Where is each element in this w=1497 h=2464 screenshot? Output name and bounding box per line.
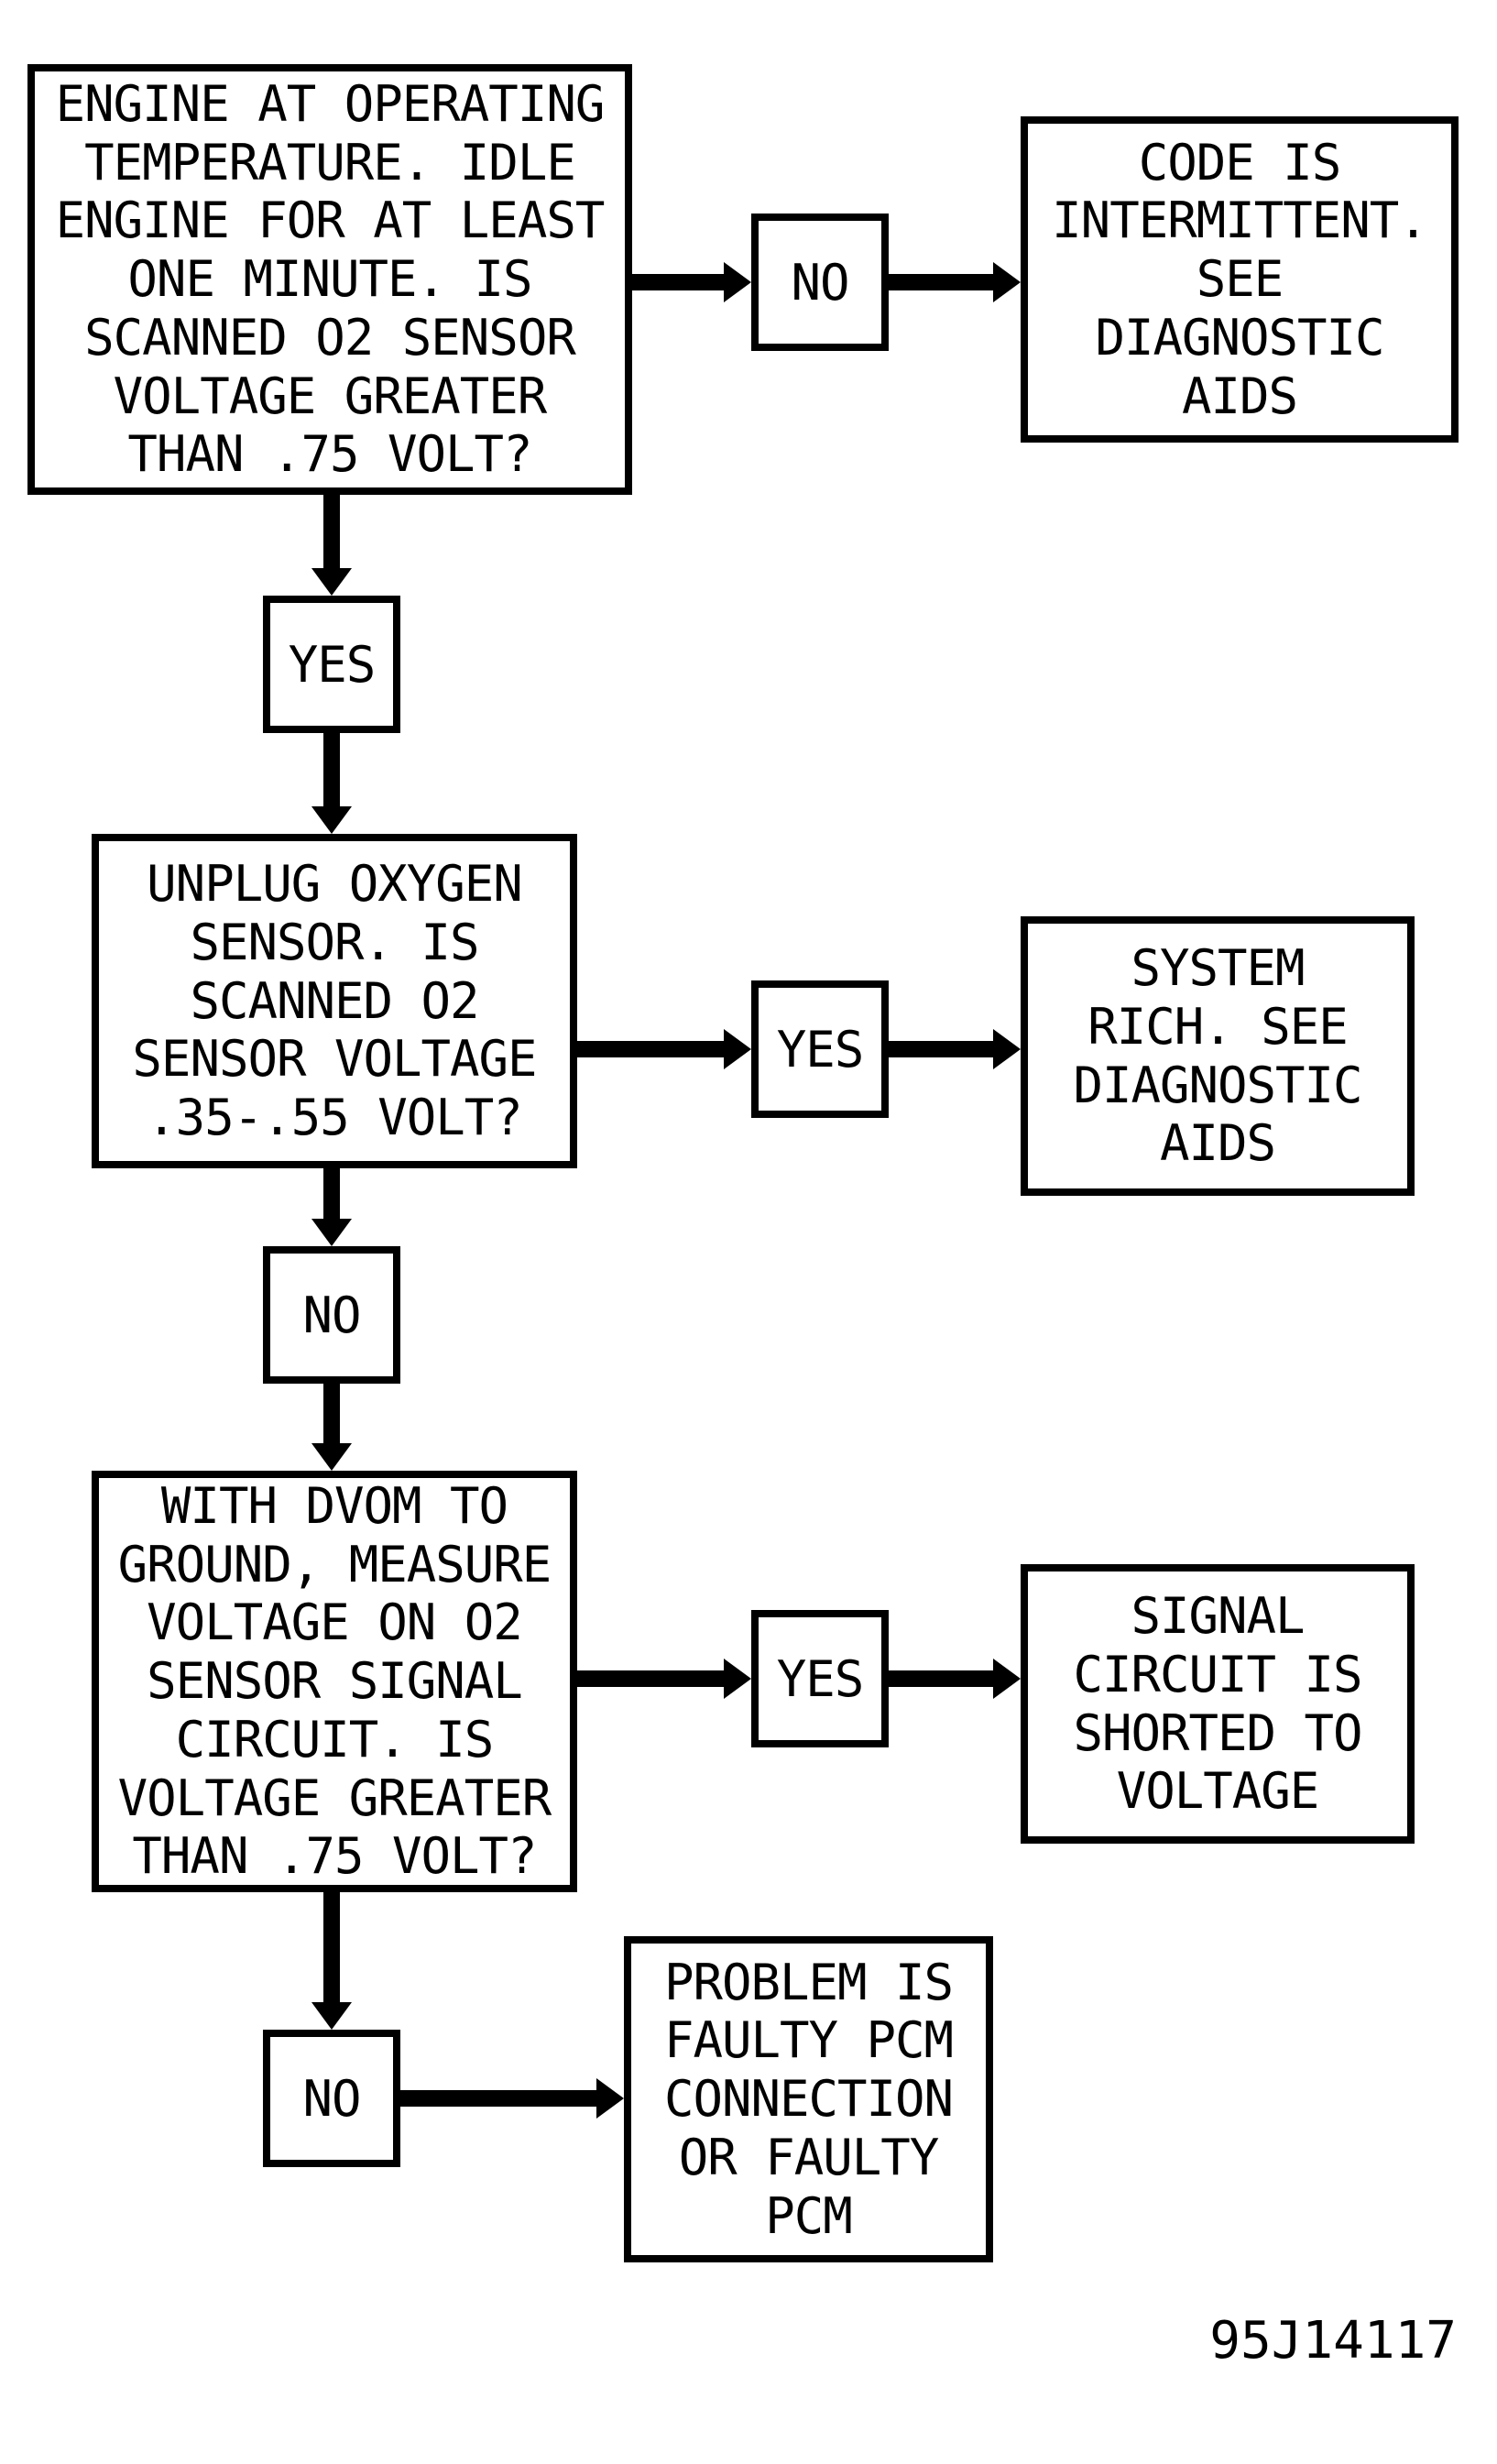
arrow-q1-to-yes1-shaft xyxy=(323,495,340,570)
arrow-yes1-to-q2-head xyxy=(311,806,352,834)
arrow-no2-to-q3-shaft xyxy=(323,1384,340,1445)
arrow-no3-to-pcm-shaft xyxy=(400,2090,598,2107)
arrow-q2-to-no2-head xyxy=(311,1219,352,1246)
connector-label-no-1: NO xyxy=(751,214,889,351)
connector-label-no-3: NO xyxy=(263,2030,400,2167)
arrow-q2-to-yes2-head xyxy=(724,1029,751,1069)
arrow-no3-to-pcm-head xyxy=(596,2078,624,2119)
arrow-q3-to-yes3-head xyxy=(724,1659,751,1699)
flow-box-engine-temp-question: ENGINE AT OPERATING TEMPERATURE. IDLE EN… xyxy=(27,64,632,495)
flow-box-system-rich-result: SYSTEM RICH. SEE DIAGNOSTIC AIDS xyxy=(1021,916,1415,1196)
arrow-q1-to-no1-shaft xyxy=(632,274,727,290)
arrow-no1-to-code-shaft xyxy=(889,274,995,290)
flow-box-signal-shorted-result: SIGNAL CIRCUIT IS SHORTED TO VOLTAGE xyxy=(1021,1564,1415,1844)
arrow-q2-to-yes2-shaft xyxy=(577,1041,726,1057)
arrow-yes1-to-q2-shaft xyxy=(323,733,340,808)
arrow-q3-to-no3-head xyxy=(311,2002,352,2030)
arrow-q1-to-no1-head xyxy=(724,262,751,302)
connector-label-yes-2: YES xyxy=(751,980,889,1118)
arrow-yes2-to-rich-head xyxy=(993,1029,1021,1069)
connector-label-yes-1: YES xyxy=(263,596,400,733)
flow-box-dvom-measure-question: WITH DVOM TO GROUND, MEASURE VOLTAGE ON … xyxy=(92,1471,577,1892)
flow-box-code-intermittent-result: CODE IS INTERMITTENT. SEE DIAGNOSTIC AID… xyxy=(1021,116,1459,443)
figure-number: 95J14117 xyxy=(1209,2311,1457,2371)
arrow-q3-to-yes3-shaft xyxy=(577,1670,726,1687)
arrow-no2-to-q3-head xyxy=(311,1443,352,1471)
arrow-q2-to-no2-shaft xyxy=(323,1168,340,1221)
flow-box-faulty-pcm-result: PROBLEM IS FAULTY PCM CONNECTION OR FAUL… xyxy=(624,1936,993,2262)
arrow-yes2-to-rich-shaft xyxy=(889,1041,995,1057)
arrow-q1-to-yes1-head xyxy=(311,568,352,596)
connector-label-no-2: NO xyxy=(263,1246,400,1384)
arrow-q3-to-no3-shaft xyxy=(323,1892,340,2004)
flow-box-unplug-sensor-question: UNPLUG OXYGEN SENSOR. IS SCANNED O2 SENS… xyxy=(92,834,577,1168)
connector-label-yes-3: YES xyxy=(751,1610,889,1747)
arrow-yes3-to-signal-shaft xyxy=(889,1670,995,1687)
arrow-no1-to-code-head xyxy=(993,262,1021,302)
arrow-yes3-to-signal-head xyxy=(993,1659,1021,1699)
